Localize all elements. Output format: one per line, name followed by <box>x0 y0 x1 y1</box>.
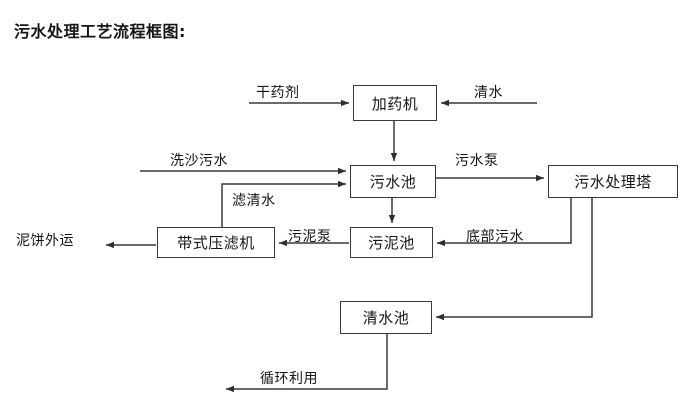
edge-label-bottom-wastewater: 底部污水 <box>466 229 524 245</box>
edge-label-dry-chemical: 干药剂 <box>256 85 300 101</box>
node-label-wastewater-pool: 污水池 <box>369 173 417 191</box>
edge-treatment-tower-to-clean-water-pool <box>436 198 593 321</box>
node-treatment-tower[interactable]: 污水处理塔 <box>548 165 678 198</box>
edge-label-filtered-clear-water: 滤清水 <box>232 193 276 209</box>
node-label-clean-water-pool: 清水池 <box>362 309 410 327</box>
edge-label-sludge-pump: 污泥泵 <box>288 229 332 245</box>
edge-label-recycle-reuse: 循环利用 <box>260 371 318 387</box>
node-belt-filter-press[interactable]: 带式压滤机 <box>157 227 275 258</box>
node-wastewater-pool[interactable]: 污水池 <box>350 165 436 198</box>
node-label-belt-filter-press: 带式压滤机 <box>177 234 255 252</box>
edge-treatment-tower-to-sludge-pool <box>437 198 572 247</box>
edge-label-sand-wash-wastewater: 洗沙污水 <box>170 153 228 169</box>
node-label-treatment-tower: 污水处理塔 <box>574 173 652 191</box>
edge-filtered-water-to-wastewater-pool <box>221 180 346 227</box>
terminal-label-mud-cake-out: 泥饼外运 <box>16 233 74 249</box>
node-clean-water-pool[interactable]: 清水池 <box>340 301 432 334</box>
edge-label-wastewater-pump: 污水泵 <box>455 153 499 169</box>
node-label-dosing-machine: 加药机 <box>371 94 419 113</box>
node-label-sludge-pool: 污泥池 <box>368 234 415 252</box>
node-dosing-machine[interactable]: 加药机 <box>353 85 437 121</box>
page-title: 污水处理工艺流程框图: <box>14 22 186 41</box>
edge-label-clean-water: 清水 <box>474 85 503 101</box>
edge-clean-water-pool-to-recycle <box>226 334 388 393</box>
node-sludge-pool[interactable]: 污泥池 <box>350 227 433 258</box>
